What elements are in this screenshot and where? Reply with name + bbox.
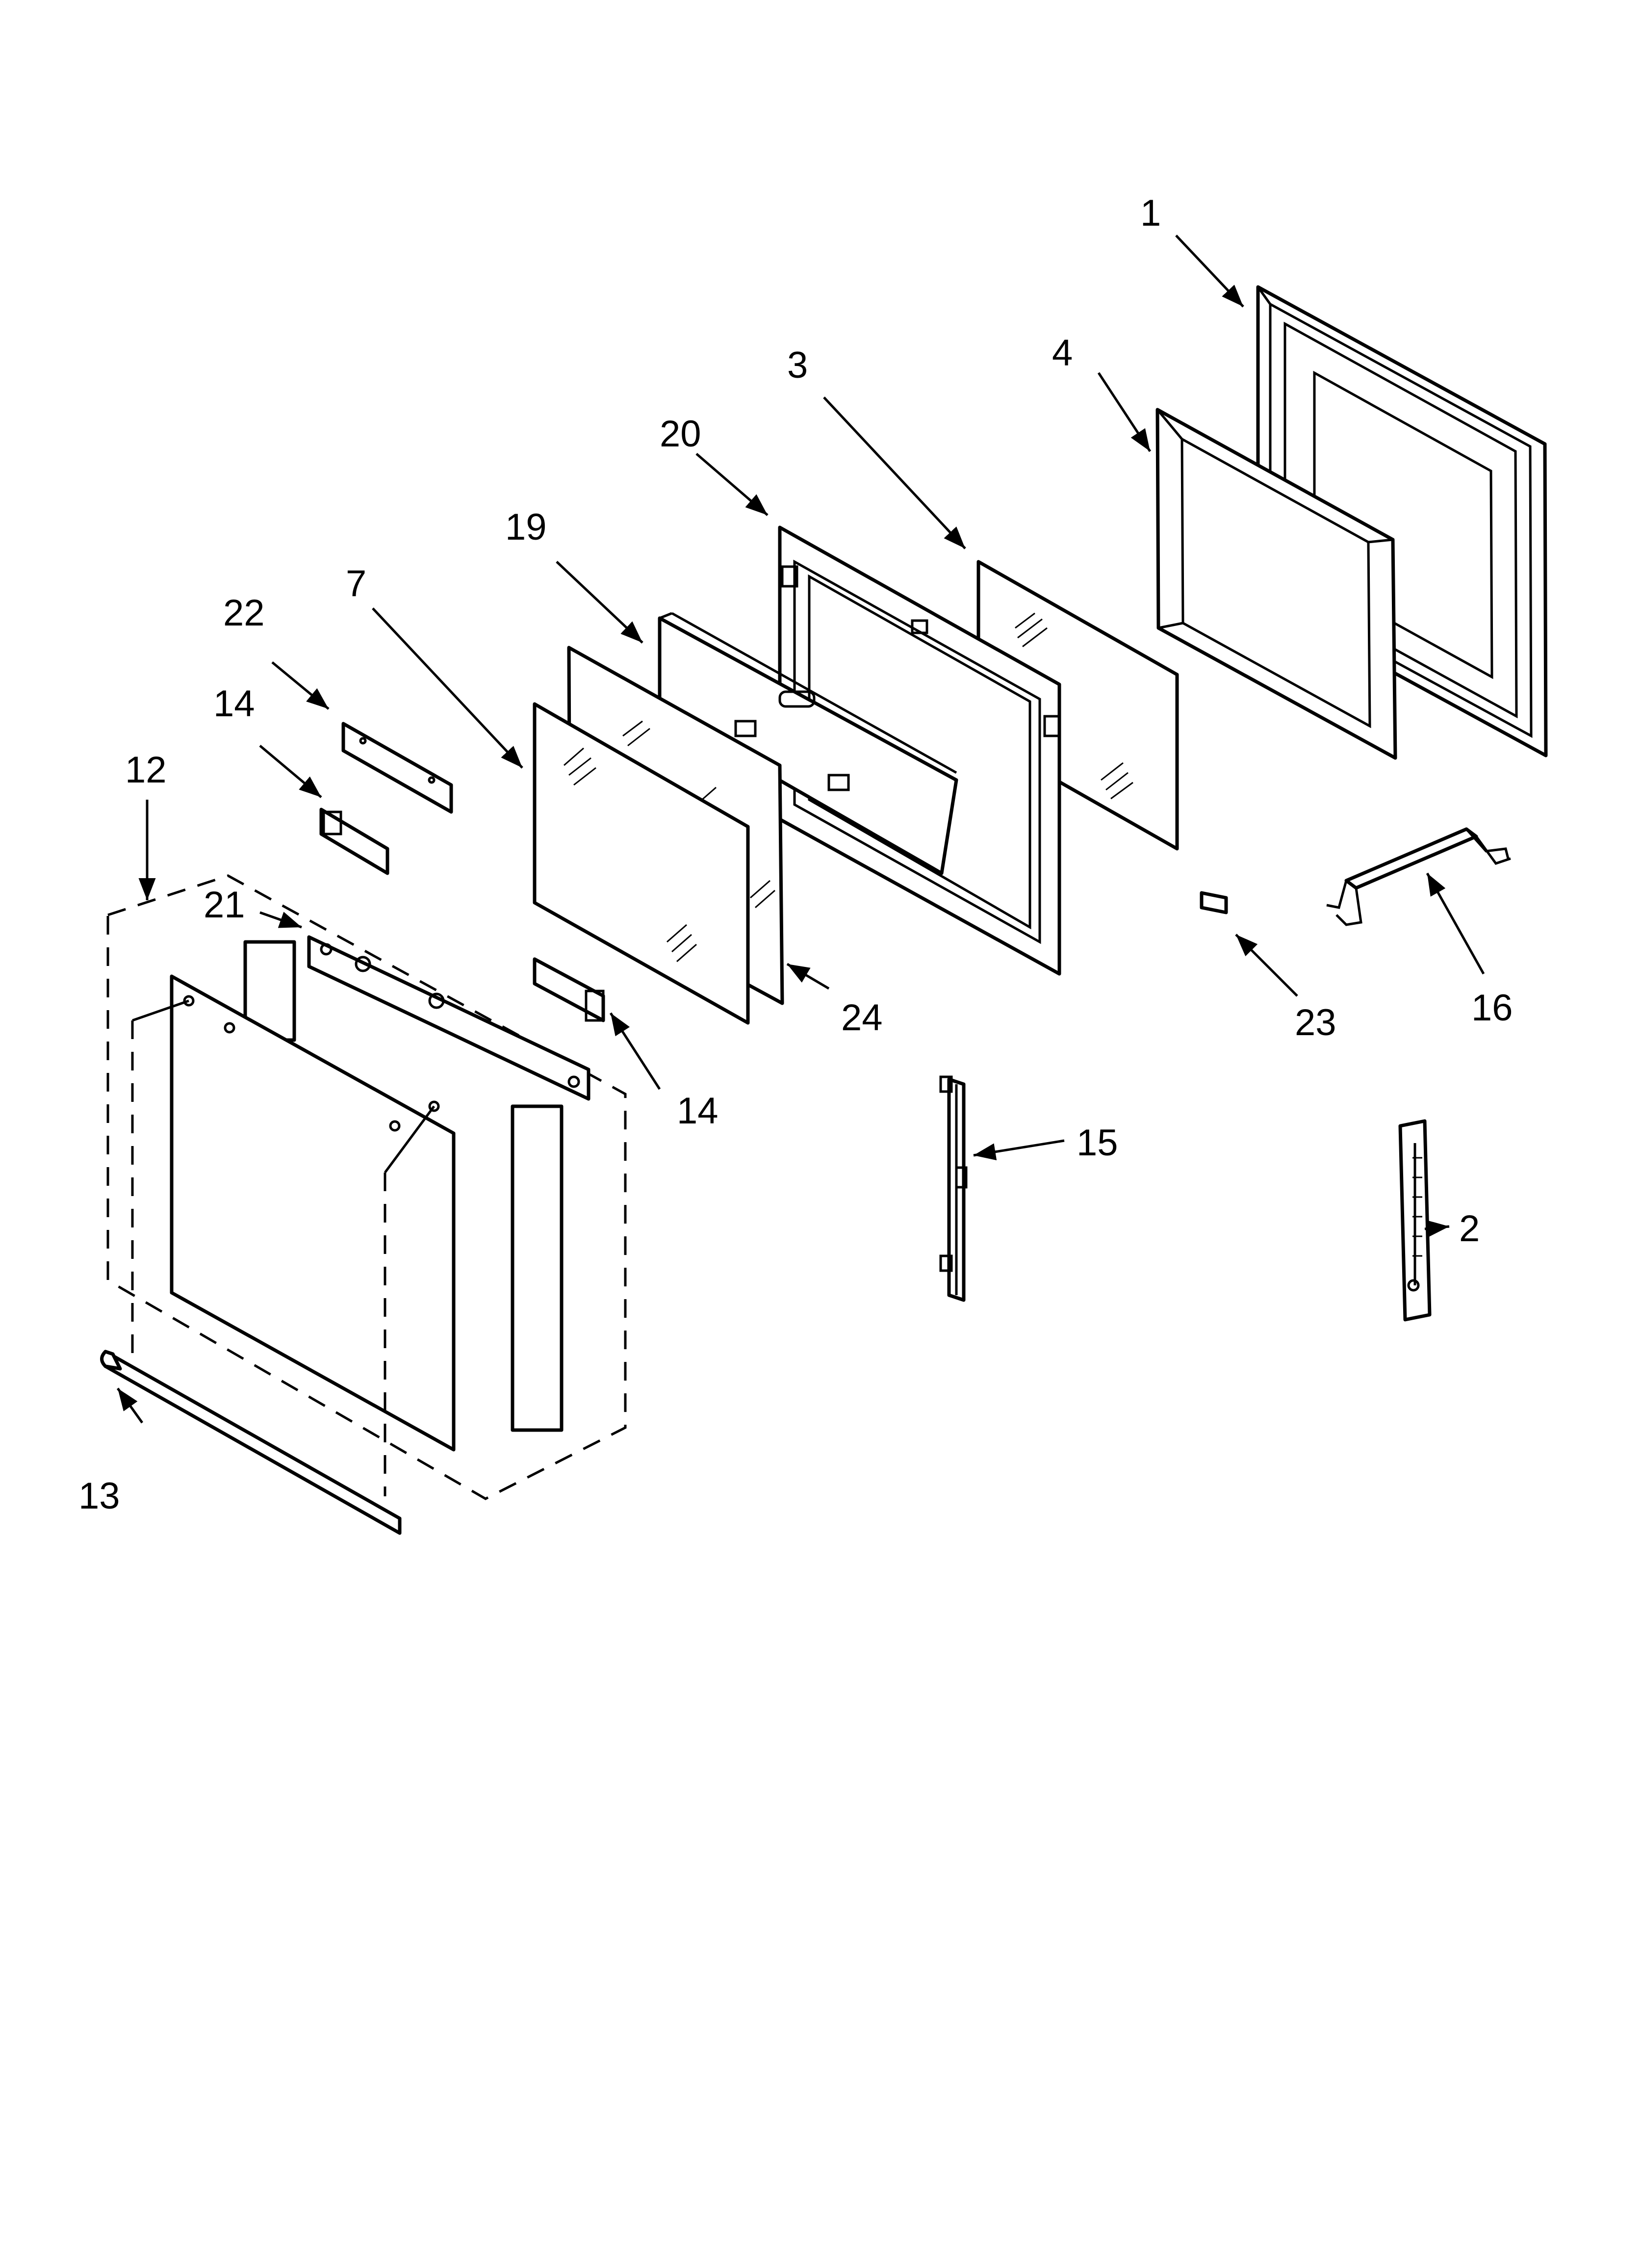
part-bracket-22 xyxy=(341,722,453,814)
callout-2: 2 xyxy=(1459,1208,1480,1250)
part-hinge-bracket-lower xyxy=(533,957,605,1022)
callout-15: 15 xyxy=(1077,1122,1118,1164)
part-heat-shield xyxy=(658,612,958,875)
callout-1: 1 xyxy=(1140,192,1161,234)
callout-21: 21 xyxy=(204,884,245,926)
part-latch xyxy=(939,1075,968,1302)
callout-12: 12 xyxy=(125,749,167,791)
part-door-frame xyxy=(1155,408,1397,760)
callout-labels: 1 2 3 4 7 12 13 14 14 15 16 19 20 21 22 … xyxy=(78,192,1513,1517)
callout-24: 24 xyxy=(841,997,883,1039)
part-hinge-bracket-upper xyxy=(319,808,389,875)
leader-lines xyxy=(116,235,1485,1424)
callout-14-lower: 14 xyxy=(677,1090,718,1132)
part-door-handle xyxy=(100,1350,402,1535)
callout-19: 19 xyxy=(505,506,547,548)
part-outer-door-panel xyxy=(1256,285,1548,757)
callout-7: 7 xyxy=(346,563,366,604)
part-support-bracket xyxy=(1326,827,1511,926)
part-hinge xyxy=(1398,1119,1432,1322)
callout-22: 22 xyxy=(223,592,265,634)
callout-14-upper: 14 xyxy=(213,683,255,725)
part-outer-glass xyxy=(533,702,750,1025)
part-door-front xyxy=(131,940,564,1496)
callout-23: 23 xyxy=(1295,1002,1336,1043)
callout-16: 16 xyxy=(1471,987,1513,1029)
callout-20: 20 xyxy=(660,413,701,455)
callout-4: 4 xyxy=(1052,332,1073,374)
callout-13: 13 xyxy=(78,1475,120,1517)
part-clip xyxy=(1200,891,1228,914)
part-vent-strip xyxy=(307,935,590,1101)
part-door-assembly xyxy=(106,874,627,1500)
callout-3: 3 xyxy=(787,344,808,386)
